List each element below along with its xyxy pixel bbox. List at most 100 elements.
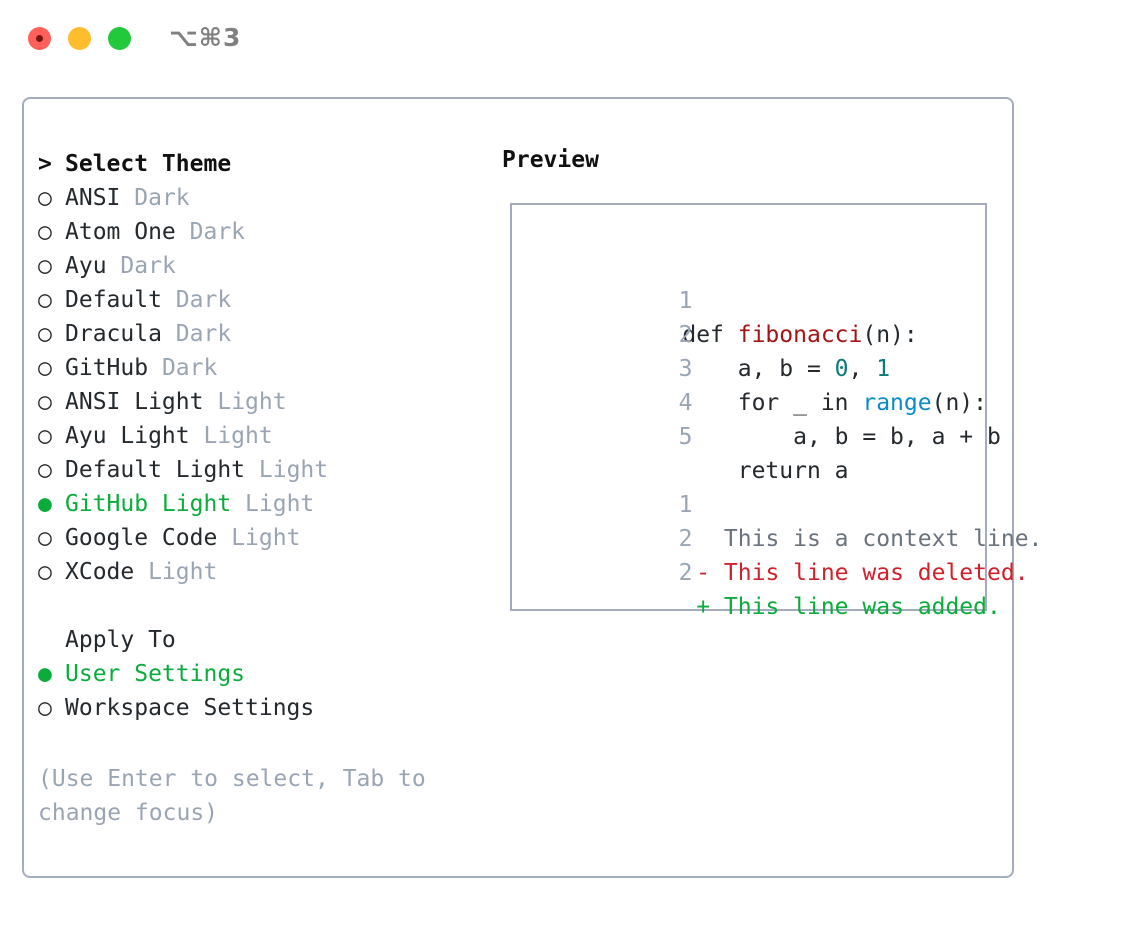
radio-unselected-icon[interactable]: ○ [38, 559, 52, 585]
code-token-call: range [862, 390, 932, 416]
theme-option-ayu-dark[interactable]: ○ Ayu Dark [38, 249, 488, 283]
radio-unselected-icon[interactable]: ○ [38, 695, 52, 721]
radio-unselected-icon[interactable]: ○ [38, 355, 52, 381]
theme-variant: Light [258, 457, 329, 483]
theme-option-default-light[interactable]: ○ Default Light Light [38, 453, 488, 487]
apply-to-option-workspace-settings[interactable]: ○ Workspace Settings [38, 691, 488, 725]
code-token: a, b = [737, 356, 835, 382]
diff-sign [696, 526, 710, 552]
line-number: 1 [678, 288, 693, 314]
code-indent [682, 424, 793, 450]
diff-line-deleted: 2 - This line was deleted. [530, 488, 1042, 586]
line-number: 1 [678, 492, 693, 518]
code-token-number: 0 [834, 356, 849, 382]
radio-unselected-icon[interactable]: ○ [38, 185, 52, 211]
code-token: a, b = b, a + b [793, 424, 1001, 450]
diff-text: This line was deleted. [723, 560, 1029, 586]
preview-box: 1 def fibonacci(n): 2 a, b = 0, 1 3 for … [510, 203, 1042, 620]
line-number: 2 [678, 322, 693, 348]
theme-name: Ayu [65, 253, 107, 279]
theme-variant: Light [217, 389, 287, 415]
theme-name: GitHub [65, 355, 149, 381]
theme-name: ANSI [65, 185, 121, 211]
code-token: for _ in [737, 390, 863, 416]
diff-text: This is a context line. [723, 526, 1043, 552]
theme-name: Default Light [65, 457, 246, 483]
theme-variant: Dark [175, 287, 232, 313]
apply-to-option-label: User Settings [65, 661, 246, 687]
radio-unselected-icon[interactable]: ○ [38, 219, 52, 245]
code-token-number: 1 [876, 356, 891, 382]
theme-name: Default [65, 287, 162, 313]
theme-option-github-dark[interactable]: ○ GitHub Dark [38, 351, 488, 385]
theme-option-github-light[interactable]: ● GitHub Light Light [38, 487, 488, 521]
code-token-function: fibonacci [737, 322, 863, 348]
theme-option-ansi-light[interactable]: ○ ANSI Light Light [38, 385, 488, 419]
keyboard-shortcut-label: ⌥⌘3 [169, 23, 242, 52]
theme-name: Ayu Light [65, 423, 190, 449]
theme-variant: Light [148, 559, 218, 585]
theme-name: Google Code [65, 525, 218, 551]
maximize-window-button[interactable] [108, 27, 131, 50]
theme-option-dracula-dark[interactable]: ○ Dracula Dark [38, 317, 488, 351]
minimize-window-button[interactable] [68, 27, 91, 50]
code-token: return a [737, 458, 849, 484]
theme-option-xcode[interactable]: ○ XCode Light [38, 555, 488, 589]
code-line: 4 a, b = b, a + b [530, 352, 1042, 450]
radio-unselected-icon[interactable]: ○ [38, 423, 52, 449]
theme-variant: Dark [189, 219, 246, 245]
theme-list-column: > Select Theme ○ ANSI Dark ○ Atom One Da… [38, 147, 488, 725]
apply-to-option-label: Workspace Settings [65, 695, 315, 721]
preview-heading: Preview [502, 147, 599, 173]
radio-selected-icon[interactable]: ● [38, 491, 52, 517]
code-token: (n): [862, 322, 918, 348]
theme-selector-panel: > Select Theme ○ ANSI Dark ○ Atom One Da… [22, 97, 1042, 878]
diff-sign-plus: + [696, 594, 711, 620]
theme-option-default-dark[interactable]: ○ Default Dark [38, 283, 488, 317]
apply-to-header: Apply To [38, 623, 488, 657]
radio-unselected-icon[interactable]: ○ [38, 253, 52, 279]
radio-unselected-icon[interactable]: ○ [38, 389, 52, 415]
code-line: 2 a, b = 0, 1 [530, 284, 1042, 382]
code-token: def [682, 322, 738, 348]
code-token: (n): [931, 390, 987, 416]
title-bar: ⌥⌘3 [0, 0, 1140, 78]
theme-name: Dracula [65, 321, 162, 347]
theme-name: ANSI Light [65, 389, 204, 415]
select-theme-title: Select Theme [65, 151, 232, 177]
select-theme-header: > Select Theme [38, 147, 488, 181]
line-number: 3 [678, 356, 693, 382]
radio-unselected-icon[interactable]: ○ [38, 525, 52, 551]
code-token: , [848, 356, 877, 382]
diff-sign-minus: - [696, 560, 711, 586]
theme-option-google-code[interactable]: ○ Google Code Light [38, 521, 488, 555]
radio-unselected-icon[interactable]: ○ [38, 287, 52, 313]
theme-variant: Light [245, 491, 315, 517]
prompt-caret-icon: > [38, 151, 52, 177]
theme-option-atom-one-dark[interactable]: ○ Atom One Dark [38, 215, 488, 249]
theme-name: Atom One [65, 219, 176, 245]
code-line: 3 for _ in range(n): [530, 318, 1042, 416]
theme-option-ansi-dark[interactable]: ○ ANSI Dark [38, 181, 488, 215]
apply-to-title: Apply To [65, 627, 176, 653]
theme-variant: Dark [175, 321, 232, 347]
apply-to-option-user-settings[interactable]: ● User Settings [38, 657, 488, 691]
radio-selected-icon[interactable]: ● [38, 661, 52, 687]
theme-option-ayu-light[interactable]: ○ Ayu Light Light [38, 419, 488, 453]
diff-text: This line was added. [723, 594, 1001, 620]
code-line: 5 return a [530, 386, 1042, 484]
code-line: 1 def fibonacci(n): [530, 250, 1042, 348]
code-preview: 1 def fibonacci(n): 2 a, b = 0, 1 3 for … [530, 250, 1043, 620]
theme-variant: Dark [134, 185, 190, 211]
line-number: 2 [678, 560, 693, 586]
theme-variant: Light [231, 525, 301, 551]
radio-unselected-icon[interactable]: ○ [38, 457, 52, 483]
line-number: 2 [678, 526, 693, 552]
close-window-button[interactable] [28, 27, 51, 50]
theme-variant: Light [203, 423, 273, 449]
theme-name: GitHub Light [65, 491, 232, 517]
theme-variant: Dark [120, 253, 176, 279]
radio-unselected-icon[interactable]: ○ [38, 321, 52, 347]
code-indent [682, 458, 737, 484]
